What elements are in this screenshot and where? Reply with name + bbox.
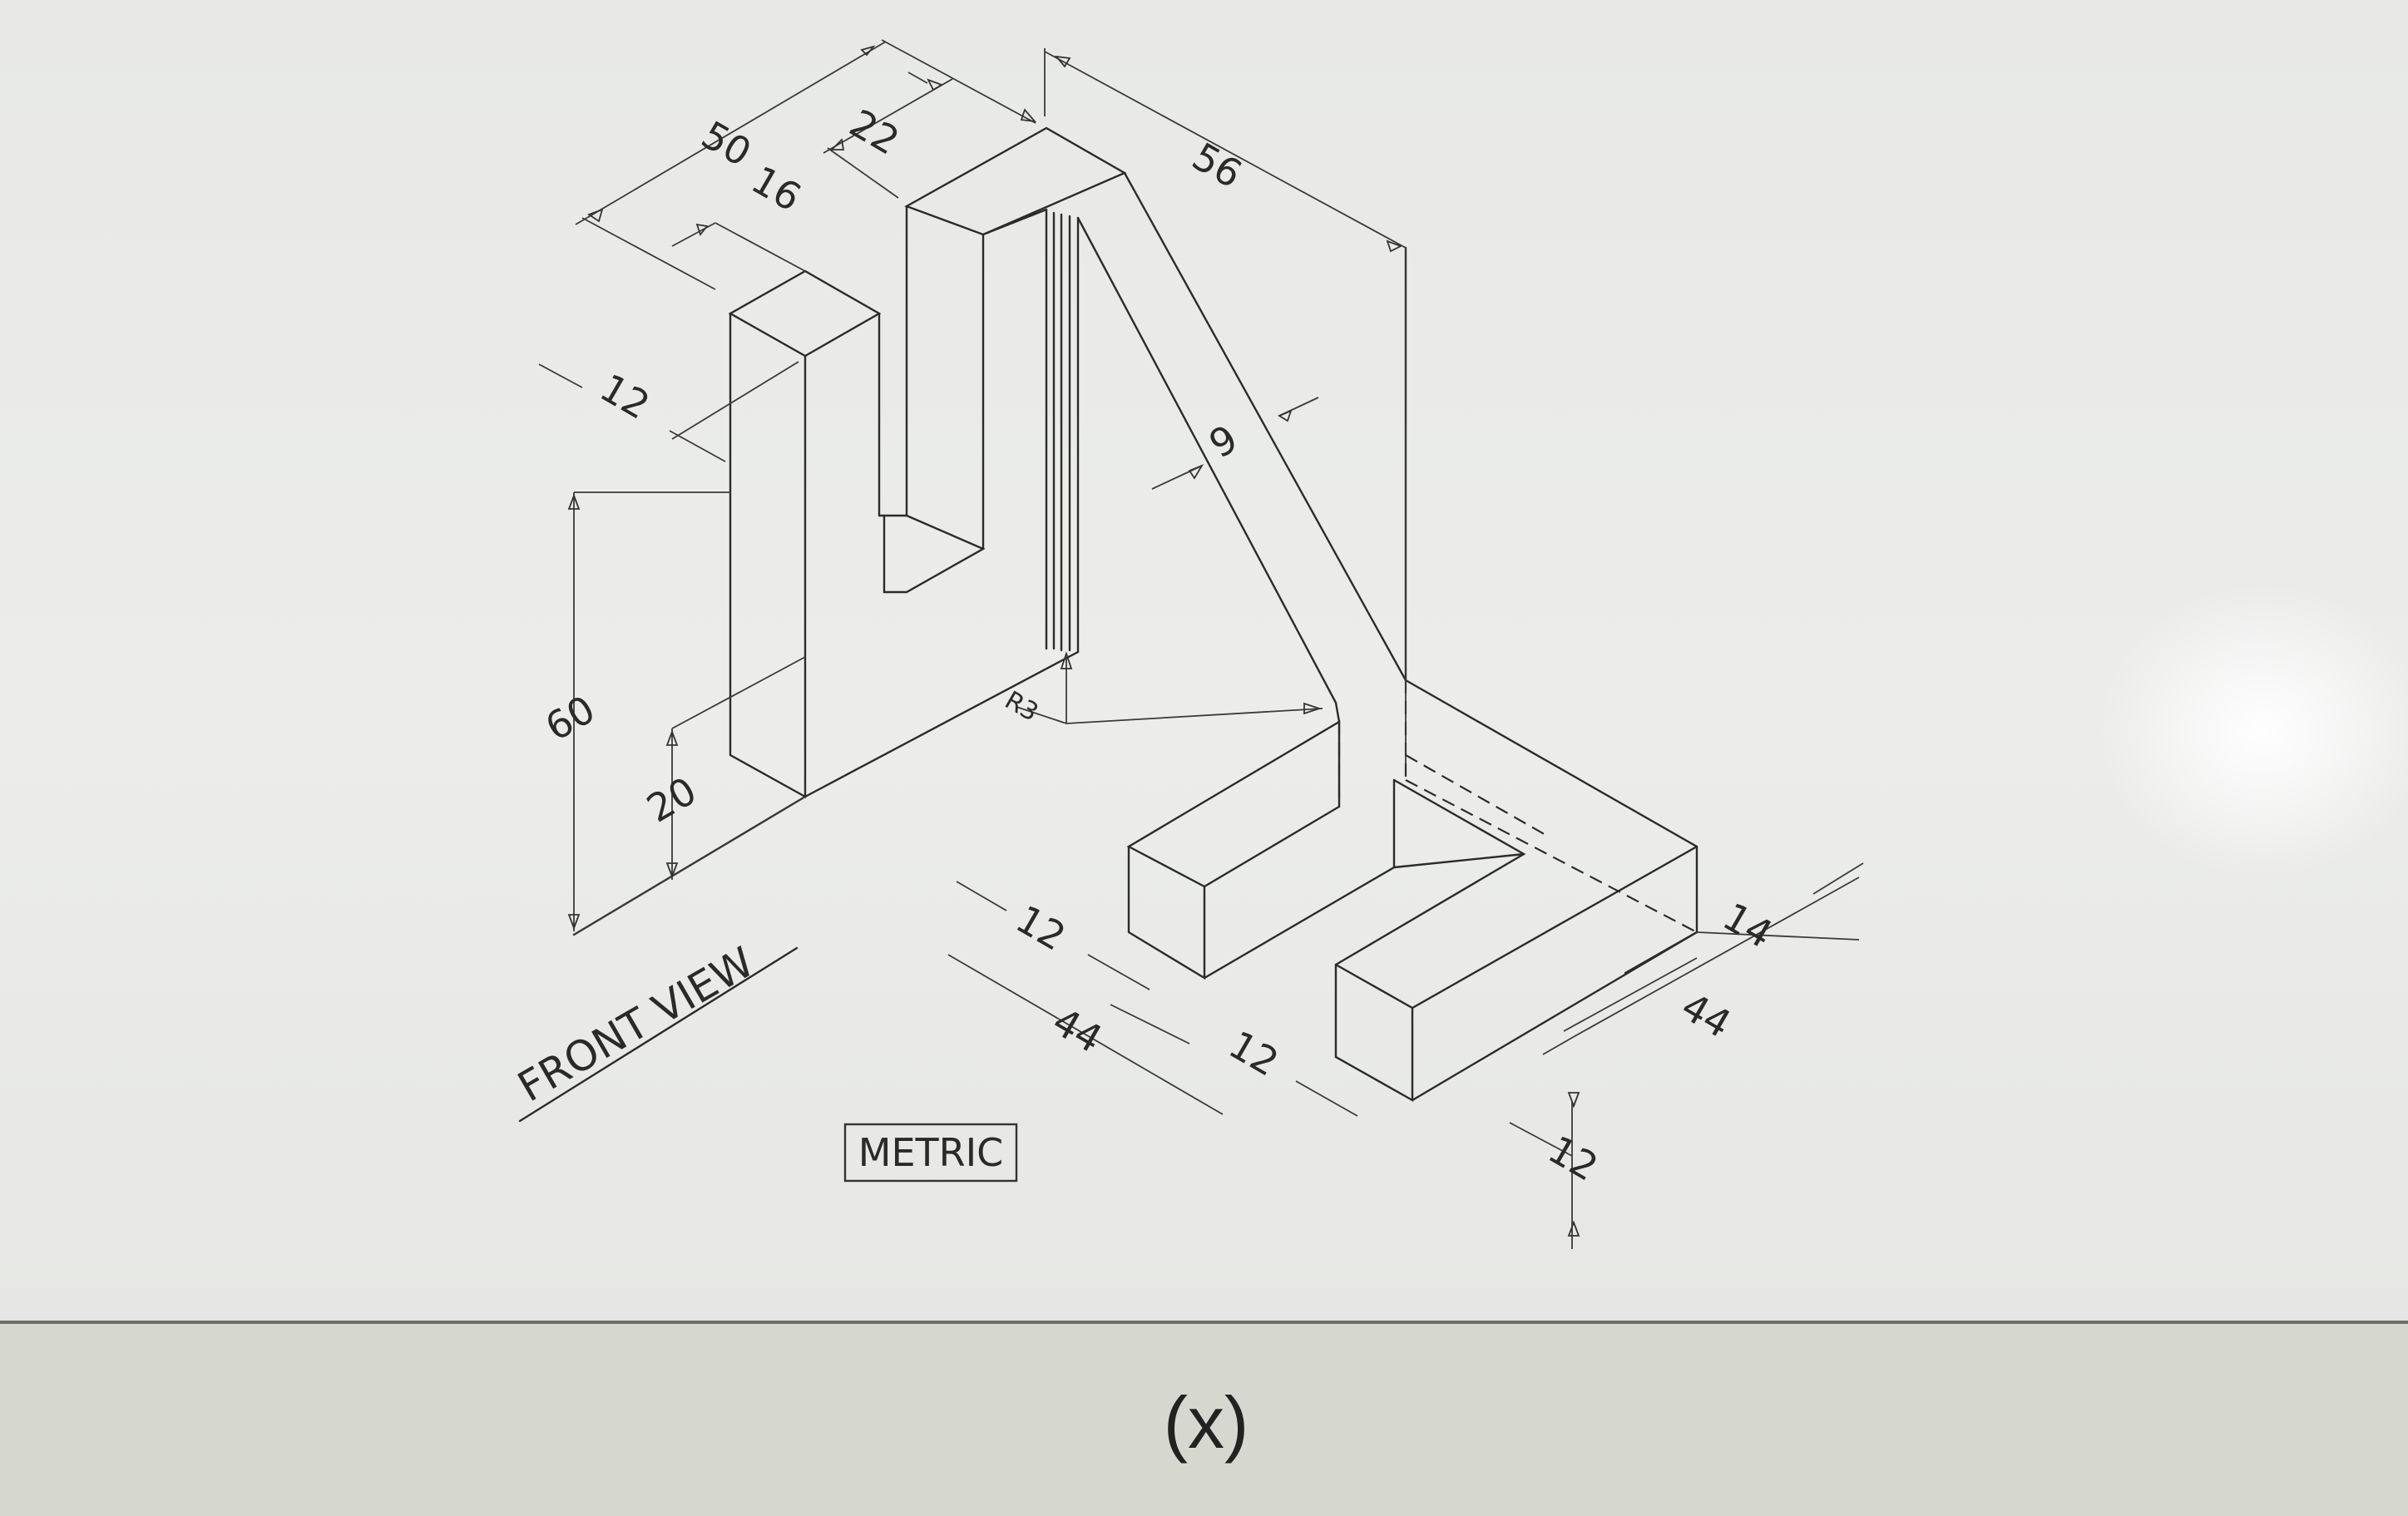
base-front-left-block [1126, 719, 1396, 980]
dim-base-12-right: 12 [1541, 1127, 1606, 1190]
dim-56: 56 [1185, 134, 1250, 197]
dim-20: 20 [640, 768, 705, 831]
drawing-sheet [0, 0, 2408, 1322]
dim-base-12-left: 12 [1009, 896, 1074, 960]
left-upright [728, 269, 882, 799]
isometric-drawing: 50 22 16 56 9 12 60 20 R3 12 44 12 14 44… [510, 39, 1864, 1249]
arrowheads [567, 45, 1580, 1237]
caption-band [0, 1324, 2408, 1516]
fillet-lines [1045, 208, 1080, 654]
object-outline [572, 126, 1698, 1103]
dimension-lines [518, 39, 1864, 1249]
front-view-label: FRONT VIEW [510, 938, 762, 1112]
sheet-divider [0, 1321, 2408, 1324]
figure-caption: (x) [1163, 1381, 1249, 1464]
dim-base-14: 14 [1716, 894, 1781, 957]
dim-12-left: 12 [593, 365, 658, 428]
dim-60: 60 [538, 686, 603, 749]
dimension-labels: 50 22 16 56 9 12 60 20 R3 12 44 12 14 44… [538, 101, 1781, 1190]
dim-9: 9 [1202, 416, 1245, 467]
base-slot [1334, 778, 1526, 966]
dim-base-44-left: 44 [1046, 999, 1110, 1062]
base-front-right-block [1334, 845, 1698, 1103]
glare-highlight [2096, 582, 2408, 881]
metric-label: METRIC [858, 1130, 1004, 1175]
back-slot [878, 205, 986, 594]
sloped-rib [1076, 171, 1407, 723]
dim-base-44-right: 44 [1674, 984, 1739, 1047]
hidden-lines [1338, 680, 1698, 933]
dim-base-12-mid: 12 [1222, 1022, 1287, 1085]
metric-box: METRIC [843, 1123, 1018, 1183]
dim-r3: R3 [1000, 686, 1043, 728]
tall-back-block [904, 126, 1127, 236]
dim-16: 16 [744, 157, 809, 220]
